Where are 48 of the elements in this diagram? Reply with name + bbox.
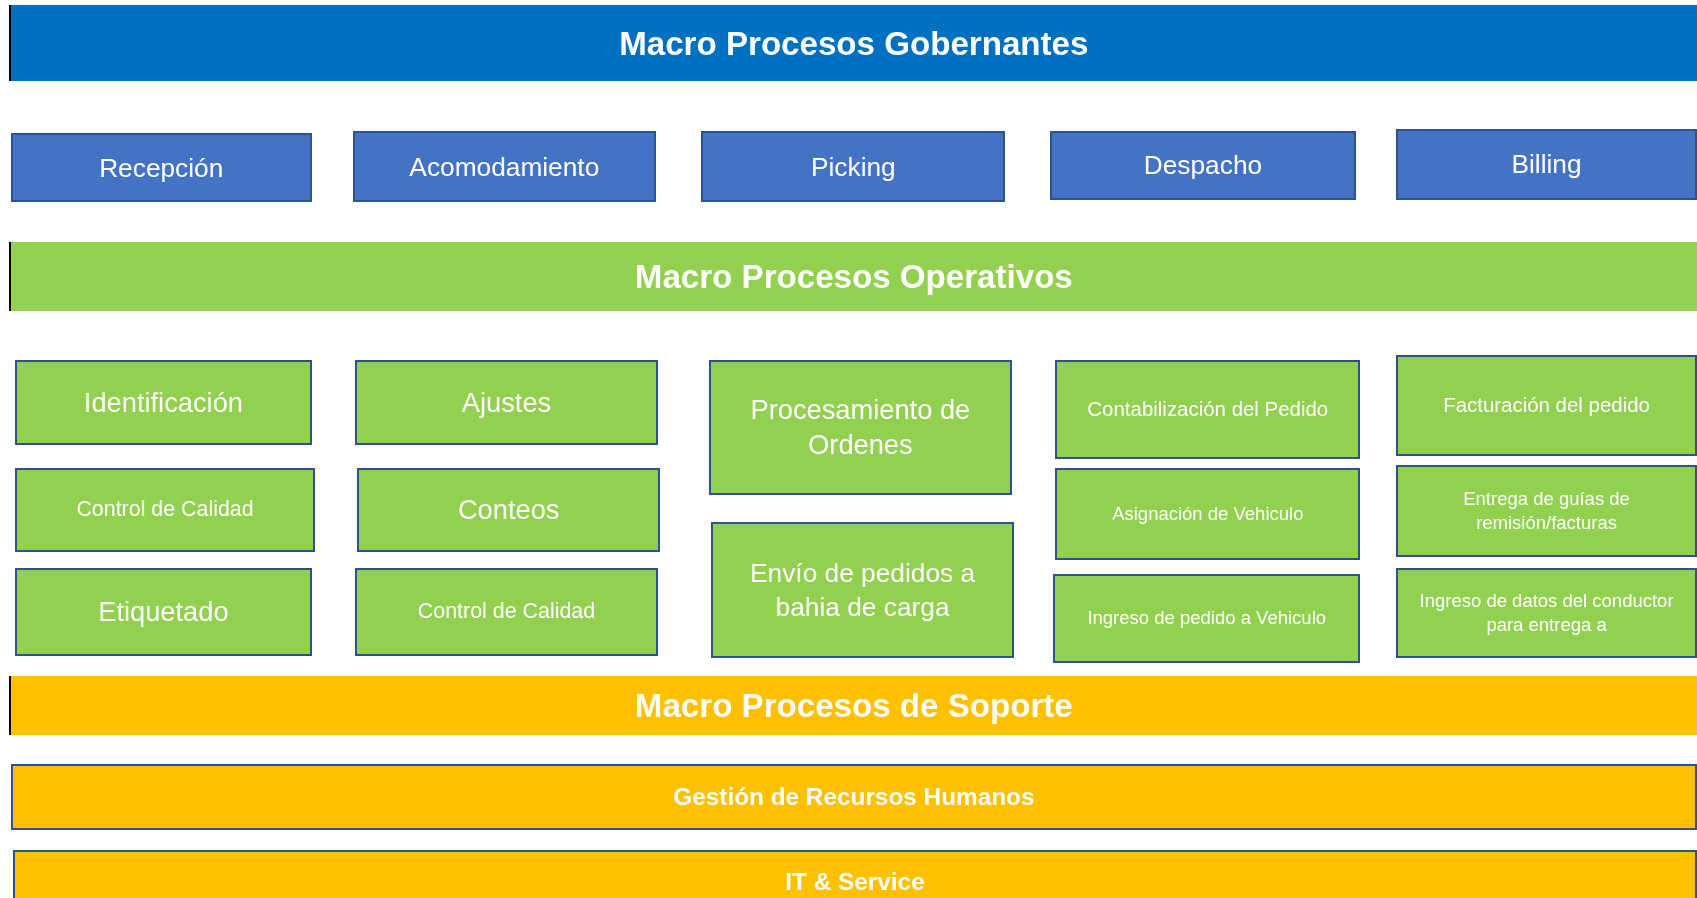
- process-box: [15, 360, 312, 445]
- process-box: [1396, 465, 1697, 558]
- section-band: [8, 5, 1697, 82]
- process-box: [1049, 130, 1357, 201]
- process-box: [355, 360, 658, 445]
- process-label: Ingreso de datos del conductor para entrega a: [1418, 589, 1675, 638]
- process-label: Conteos: [456, 493, 561, 527]
- section-band: [8, 242, 1697, 311]
- process-box: [13, 849, 1697, 898]
- process-label: Ajustes: [460, 385, 553, 420]
- process-label: Procesamiento de Ordenes: [749, 393, 972, 463]
- process-label: Ingreso de pedido a Vehiculo: [1086, 606, 1328, 631]
- process-label: Etiquetado: [97, 595, 230, 630]
- process-box: [355, 568, 658, 656]
- process-label: Billing: [1510, 148, 1583, 182]
- process-label: Contabilización del Pedido: [1086, 396, 1330, 423]
- process-label: Facturación del pedido: [1442, 392, 1651, 418]
- process-box: [1396, 568, 1697, 658]
- process-label: Asignación de Vehiculo: [1111, 501, 1305, 526]
- process-box: [15, 568, 312, 656]
- process-box: [708, 360, 1012, 495]
- process-label: Entrega de guías de remisión/facturas: [1462, 487, 1631, 536]
- process-box: [10, 133, 312, 203]
- process-box: [1055, 467, 1361, 560]
- process-box: [1053, 573, 1361, 664]
- process-label: Identificación: [82, 385, 244, 420]
- process-label: Macro Procesos Operativos: [633, 256, 1074, 297]
- process-label: Picking: [810, 150, 897, 184]
- process-label: Control de Calidad: [416, 598, 597, 626]
- process-box: [352, 130, 656, 203]
- process-box: [10, 764, 1697, 831]
- process-label: Control de Calidad: [75, 495, 255, 523]
- process-label: Recepción: [98, 151, 225, 185]
- process-box: [1055, 360, 1361, 459]
- process-box: [701, 130, 1006, 203]
- process-label: Gestión de Recursos Humanos: [672, 782, 1036, 813]
- process-label: Acomodamiento: [408, 150, 601, 184]
- process-box: [1396, 128, 1697, 201]
- process-box: [357, 467, 661, 552]
- process-label: Macro Procesos de Soporte: [633, 686, 1074, 727]
- process-label: Macro Procesos Gobernantes: [618, 23, 1090, 64]
- process-box: [1396, 355, 1697, 456]
- process-box: [15, 467, 315, 552]
- process-box: [711, 521, 1015, 658]
- process-label: IT & Service: [784, 867, 926, 898]
- process-label: Despacho: [1142, 149, 1264, 183]
- section-band: [8, 676, 1697, 735]
- process-label: Envío de pedidos a bahia de carga: [749, 556, 977, 624]
